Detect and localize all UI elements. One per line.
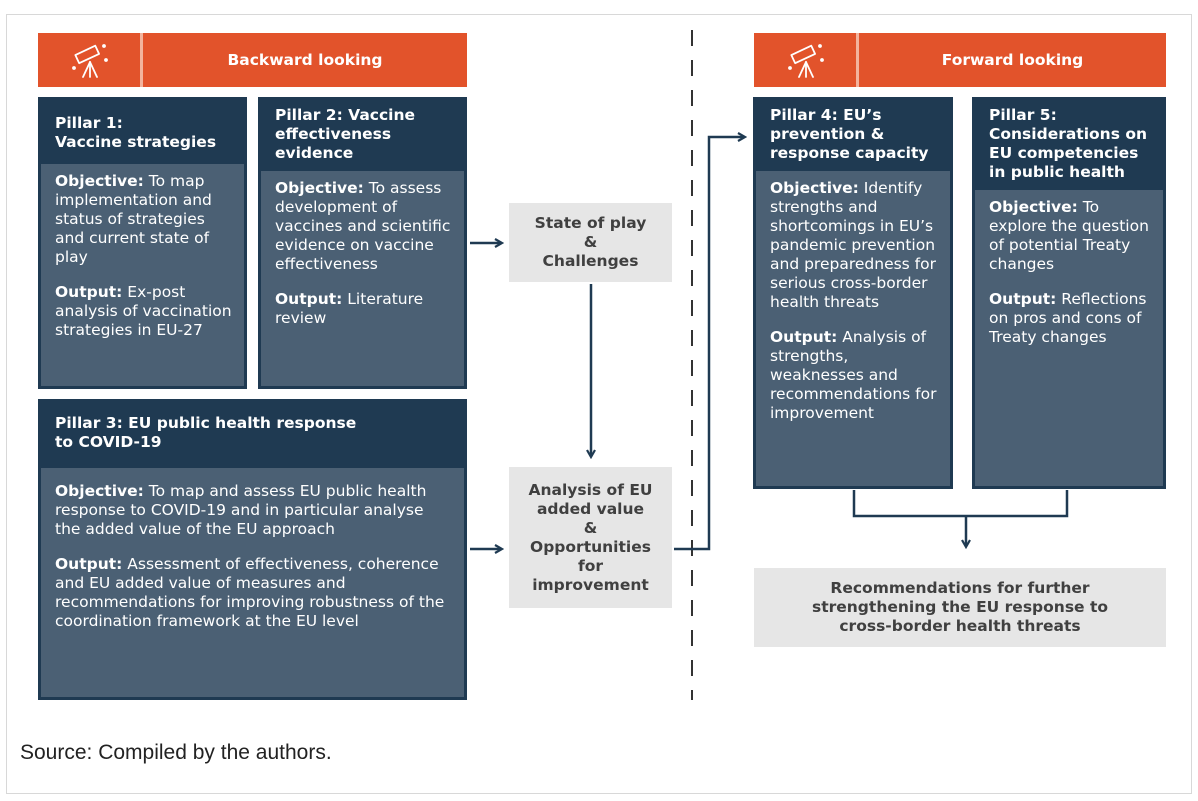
pillar-2-output-text: Literature review xyxy=(275,290,424,327)
pillar-3-objective-text: To map and assess EU public health respo… xyxy=(55,482,427,538)
state-of-play-line3: Challenges xyxy=(542,252,639,270)
pillar-2-body: Objective: To assess development of vacc… xyxy=(261,171,464,336)
pillar-3-body: Objective: To map and assess EU public h… xyxy=(41,468,464,639)
pillar-4-title: Pillar 4: EU’s prevention & response cap… xyxy=(756,100,950,171)
telescope-icon xyxy=(38,33,143,87)
pillar-5-objective-label: Objective: xyxy=(989,198,1078,216)
pillar-1-objective-text: To map implementation and status of stra… xyxy=(55,172,212,266)
pillar-1-box: Pillar 1: Vaccine strategies Objective: … xyxy=(38,97,247,389)
arrow-analysis-to-pillar4 xyxy=(674,137,744,551)
pillar-5-body: Objective: To explore the question of po… xyxy=(975,190,1163,355)
backward-looking-banner: Backward looking xyxy=(38,33,467,87)
state-of-play-line2: & xyxy=(583,233,598,251)
pillar-4-output-label: Output: xyxy=(770,328,838,346)
pillar-5-output-text: Reflections on pros and cons of Treaty c… xyxy=(989,290,1147,346)
pillar-2-objective-text: To assess development of vaccines and sc… xyxy=(275,179,451,273)
telescope-icon xyxy=(754,33,859,87)
recommendations-box: Recommendations for further strengthenin… xyxy=(754,568,1166,647)
state-of-play-box: State of play & Challenges xyxy=(509,203,672,282)
pillar-1-objective-label: Objective: xyxy=(55,172,144,190)
pillar-3-output-label: Output: xyxy=(55,555,123,573)
pillar-3-title: Pillar 3: EU public health response to C… xyxy=(41,402,464,468)
pillar-3-box: Pillar 3: EU public health response to C… xyxy=(38,399,467,700)
pillar-4-objective-label: Objective: xyxy=(770,179,859,197)
pillar-1-title: Pillar 1: Vaccine strategies xyxy=(41,100,244,164)
analysis-box: Analysis of EU added value & Opportuniti… xyxy=(509,467,672,608)
pillar-2-output-label: Output: xyxy=(275,290,343,308)
pillar-5-box: Pillar 5: Considerations on EU competenc… xyxy=(972,97,1166,489)
backward-looking-title: Backward looking xyxy=(227,51,383,69)
pillar-4-box: Pillar 4: EU’s prevention & response cap… xyxy=(753,97,953,489)
recommendations-line3: cross-border health threats xyxy=(839,617,1081,635)
recommendations-line2: strengthening the EU response to xyxy=(811,598,1109,616)
analysis-line4: Opportunities xyxy=(530,537,651,556)
analysis-line2: added value xyxy=(536,499,645,518)
pillar-3-objective-label: Objective: xyxy=(55,482,144,500)
pillar-1-output-text: Ex-post analysis of vaccination strategi… xyxy=(55,283,232,339)
pillar-5-title: Pillar 5: Considerations on EU competenc… xyxy=(975,100,1163,190)
analysis-line1: Analysis of EU xyxy=(528,480,653,499)
pillar-1-output-label: Output: xyxy=(55,283,123,301)
forward-looking-banner: Forward looking xyxy=(754,33,1166,87)
pillar-5-objective-text: To explore the question of potential Tre… xyxy=(989,198,1149,273)
state-of-play-line1: State of play xyxy=(534,214,647,232)
pillar-4-output-text: Analysis of strengths, weaknesses and re… xyxy=(770,328,937,422)
analysis-line5: for xyxy=(577,556,604,575)
pillar-4-objective-text: Identify strengths and shortcomings in E… xyxy=(770,179,936,311)
pillar-2-objective-label: Objective: xyxy=(275,179,364,197)
analysis-line3: & xyxy=(583,518,598,537)
pillar-1-body: Objective: To map implementation and sta… xyxy=(41,164,244,348)
pillar-4-body: Objective: Identify strengths and shortc… xyxy=(756,171,950,431)
pillar-3-output-text: Assessment of effectiveness, coherence a… xyxy=(55,555,445,630)
pillar-2-box: Pillar 2: Vaccine effectiveness evidence… xyxy=(258,97,467,389)
pillar-5-output-label: Output: xyxy=(989,290,1057,308)
merge-bracket xyxy=(852,490,1069,518)
recommendations-line1: Recommendations for further xyxy=(830,579,1090,597)
analysis-line6: improvement xyxy=(532,575,649,594)
pillar-2-title: Pillar 2: Vaccine effectiveness evidence xyxy=(261,100,464,171)
forward-looking-title: Forward looking xyxy=(941,51,1084,69)
pillar-1-title-line1: Pillar 1: xyxy=(55,114,123,132)
source-note: Source: Compiled by the authors. xyxy=(20,741,332,764)
pillar-1-title-line2: Vaccine strategies xyxy=(55,133,217,151)
